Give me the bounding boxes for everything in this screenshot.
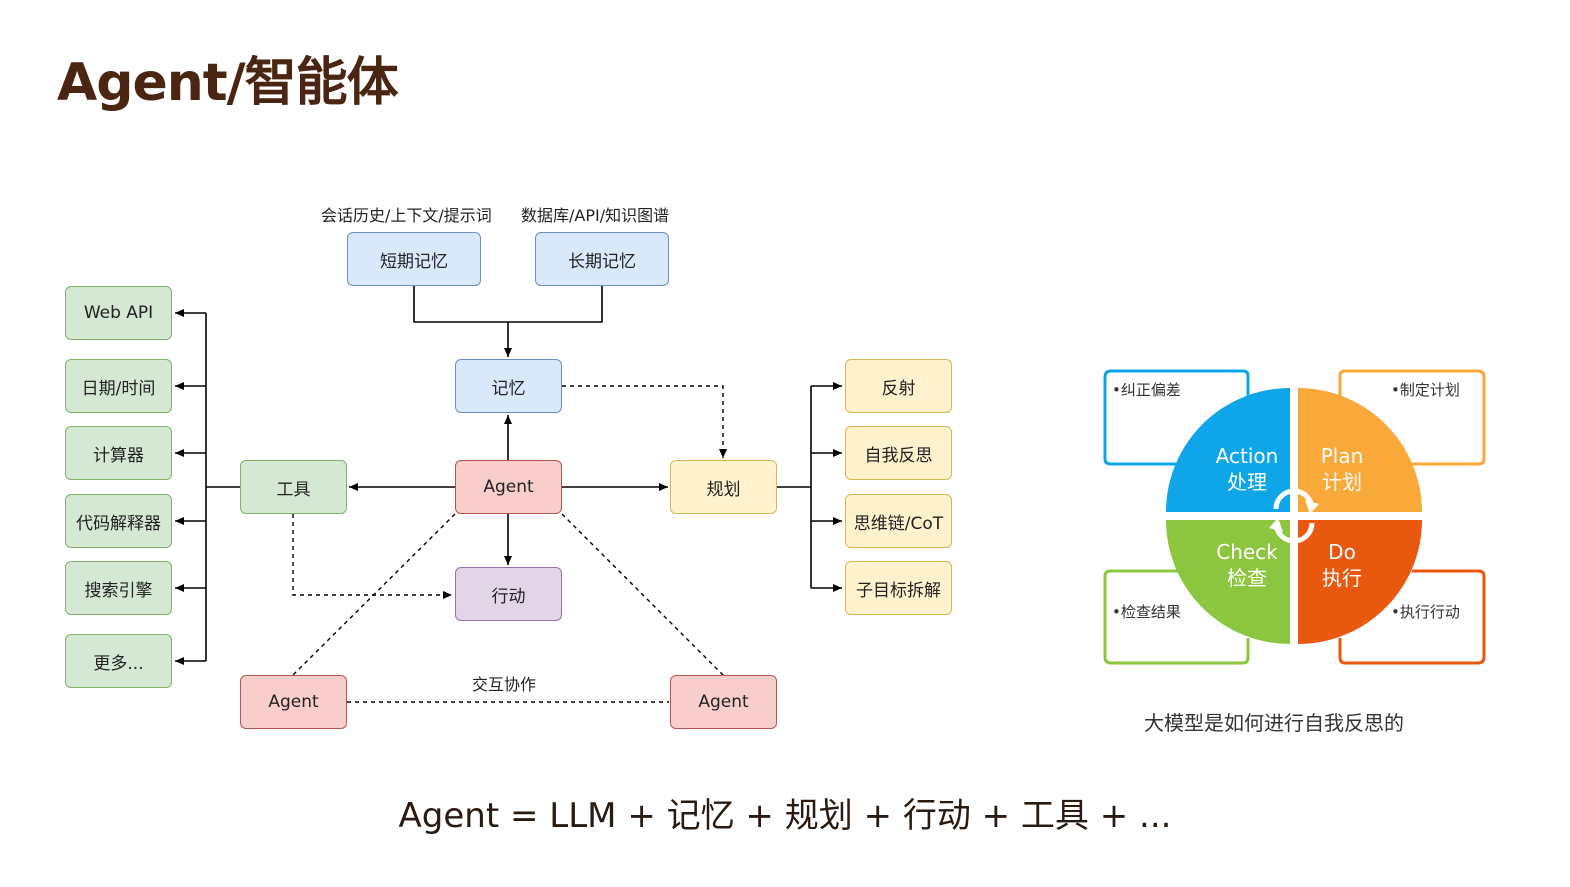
do-note-frame: [1338, 569, 1486, 665]
planning-subgoal-decomposition: 子目标拆解: [845, 561, 952, 615]
tool-date-time: 日期/时间: [65, 359, 172, 413]
long-term-memory-caption: 数据库/API/知识图谱: [521, 206, 670, 225]
short-term-memory-caption: 会话历史/上下文/提示词: [321, 206, 492, 225]
pdca-do-quadrant: [1298, 520, 1422, 644]
tool-search-engine: 搜索引擎: [65, 561, 172, 615]
collab-agent-right: Agent: [670, 675, 777, 729]
tool-calculator: 计算器: [65, 426, 172, 480]
collab-label: 交互协作: [472, 675, 537, 694]
tool-web-api: Web API: [65, 286, 172, 340]
action-node: 行动: [455, 567, 562, 621]
tool-code-interpreter: 代码解释器: [65, 494, 172, 548]
collab-agent-left: Agent: [240, 675, 347, 729]
pdca-caption: 大模型是如何进行自我反思的: [1144, 711, 1404, 735]
tools-node: 工具: [240, 460, 347, 514]
agent-formula: Agent = LLM + 记忆 + 规划 + 行动 + 工具 + ...: [398, 796, 1172, 836]
planning-chain-of-thought: 思维链/CoT: [845, 494, 952, 548]
page-title: Agent/智能体: [57, 53, 399, 113]
tool-more: 更多...: [65, 634, 172, 688]
short-term-memory-node: 短期记忆: [347, 232, 481, 286]
note-correct-deviation: •纠正偏差: [1112, 381, 1181, 399]
note-check-results: •检查结果: [1112, 603, 1181, 621]
pdca-check-quadrant: [1166, 520, 1290, 644]
note-execute-action: •执行行动: [1391, 603, 1460, 621]
long-term-memory-node: 长期记忆: [535, 232, 669, 286]
pdca-action-quadrant: [1166, 388, 1290, 512]
action-note-frame: [1103, 369, 1250, 466]
check-note-frame: [1103, 569, 1250, 665]
agent-node: Agent: [455, 460, 562, 514]
plan-note-frame: [1338, 369, 1486, 466]
pdca-plan-quadrant: [1298, 388, 1422, 512]
memory-node: 记忆: [455, 359, 562, 413]
planning-reflection: 反射: [845, 359, 952, 413]
note-make-plan: •制定计划: [1391, 381, 1460, 399]
planning-node: 规划: [670, 460, 777, 514]
planning-self-critique: 自我反思: [845, 426, 952, 480]
